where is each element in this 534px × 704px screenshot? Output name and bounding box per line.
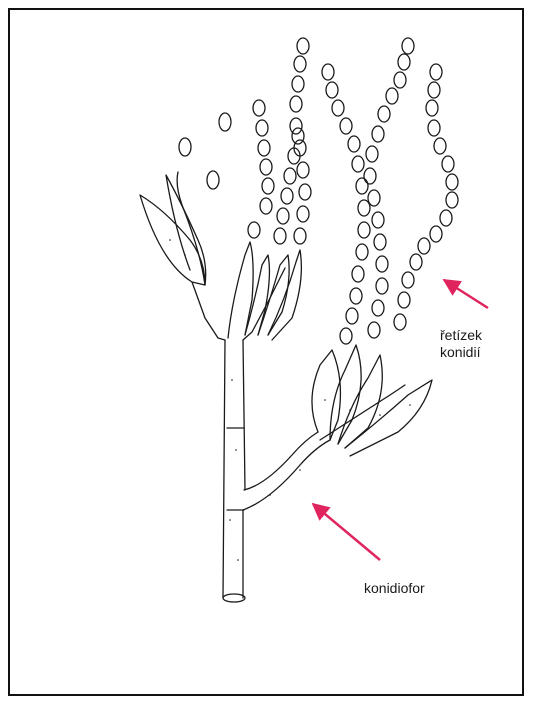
left-phialide-3	[177, 172, 205, 285]
conidiophore-label: konidiofor	[364, 580, 425, 597]
conidia-chain-6	[394, 64, 458, 330]
left-phialide-2	[166, 175, 206, 285]
conidia-chain-label-line1: řetízek	[440, 327, 482, 344]
side-branch	[243, 432, 330, 510]
conidiophore-arrow	[313, 504, 380, 560]
chain-arrow	[444, 280, 488, 308]
center-phialide	[228, 242, 253, 338]
free-conidia	[179, 113, 231, 189]
main-stipe	[223, 340, 243, 598]
stipe-upper-right	[243, 340, 245, 490]
lower-phialide-5	[320, 385, 405, 440]
stipe-base	[223, 594, 245, 602]
lower-phialide-3	[338, 355, 382, 448]
conidia-chain-1	[248, 100, 274, 238]
lower-phialide-4	[345, 380, 432, 456]
conidia-chain-label-line2: konidií	[440, 344, 482, 361]
conidia-chain-2	[274, 128, 304, 244]
stipple-dots	[169, 239, 411, 561]
conidia-chain-label: řetízek konidií	[440, 327, 482, 361]
conidia-chain-4	[322, 64, 370, 344]
